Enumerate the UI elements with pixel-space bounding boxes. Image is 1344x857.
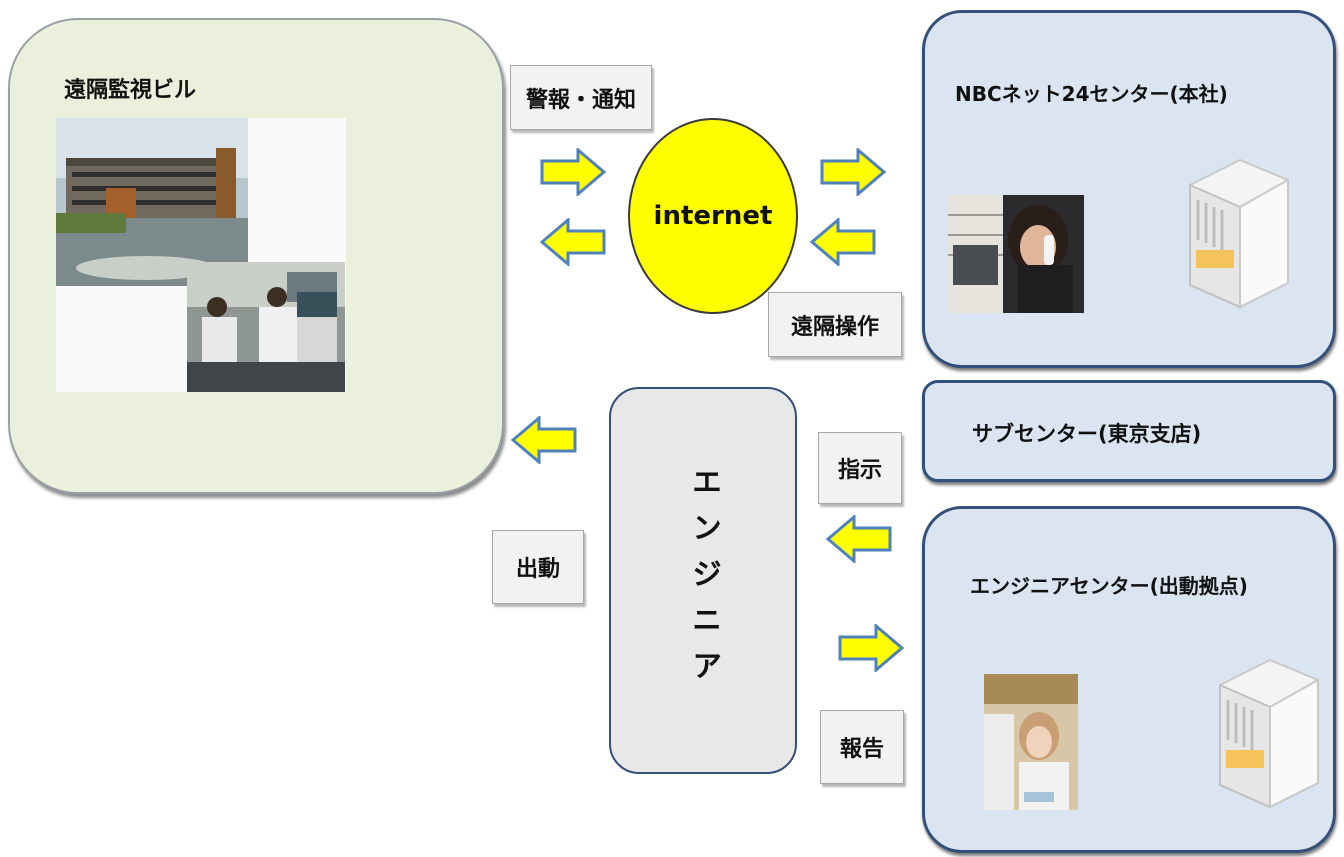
alarm-notification-label: 警報・通知 xyxy=(510,65,652,130)
sub-center-panel xyxy=(922,380,1336,482)
hq-server-icon xyxy=(1170,155,1298,313)
dispatch-label: 出動 xyxy=(492,530,584,604)
arrow-left-from-hq xyxy=(809,216,876,268)
internet-label: internet xyxy=(653,201,773,231)
arrow-instruction-to-engineer xyxy=(825,513,892,565)
sub-center-title: サブセンター(東京支店) xyxy=(972,422,1202,446)
report-label: 報告 xyxy=(820,710,904,784)
monitoring-room-photo xyxy=(187,262,345,392)
engineer-server-icon xyxy=(1200,655,1328,813)
arrow-report-to-center xyxy=(838,622,905,674)
remote-building-title: 遠隔監視ビル xyxy=(64,78,197,103)
instruction-label: 指示 xyxy=(818,432,902,504)
engineer-center-title: エンジニアセンター(出動拠点) xyxy=(970,574,1248,598)
operator-photo xyxy=(948,195,1084,313)
hq-title: NBCネット24センター(本社) xyxy=(955,82,1228,106)
remote-operation-label: 遠隔操作 xyxy=(768,292,902,357)
engineer-box: エンジニア xyxy=(609,387,797,774)
arrow-right-to-hq xyxy=(820,146,887,198)
internet-node: internet xyxy=(628,118,798,314)
engineer-label: エンジニア xyxy=(686,465,721,696)
building-photo xyxy=(56,118,248,286)
arrow-dispatch-to-building xyxy=(510,414,577,466)
engineer-operator-photo xyxy=(984,674,1078,810)
arrow-left-from-internet xyxy=(539,216,606,268)
arrow-right-to-internet xyxy=(540,146,607,198)
